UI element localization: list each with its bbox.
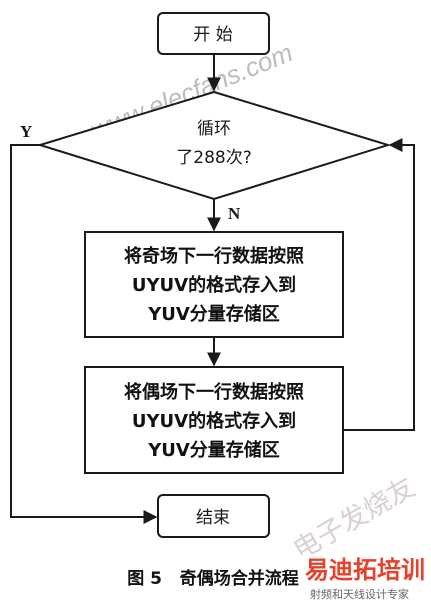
process-even-field	[84, 366, 344, 474]
process1-line3: YUV分量存储区	[147, 303, 280, 325]
arrow-yes-to-end	[10, 144, 158, 524]
process1-line2: UYUV的格式存入到	[132, 274, 296, 296]
decision-label-line2: 了288次?	[176, 148, 251, 168]
process2-line3: YUV分量存储区	[147, 439, 280, 461]
process-odd-field	[84, 231, 344, 338]
process2-line2: UYUV的格式存入到	[132, 410, 296, 432]
end-node	[157, 494, 270, 538]
process1-line1: 将奇场下一行数据按照	[124, 245, 304, 267]
cn-watermark: 电子发烧友	[288, 472, 420, 566]
logo-watermark: 易迪拓培训	[305, 556, 425, 584]
logo-subtitle: 射频和天线设计专家	[310, 587, 409, 601]
process2-line1: 将偶场下一行数据按照	[124, 381, 304, 403]
arrow-loop-back	[343, 138, 415, 431]
decision-label-line1: 循环	[197, 119, 231, 139]
start-label: 开 始	[193, 25, 232, 45]
yes-label: Y	[20, 122, 32, 141]
decision-node	[36, 90, 392, 201]
no-label: N	[228, 204, 241, 223]
end-label: 结束	[196, 508, 230, 528]
figure-caption: 图 5 奇偶场合并流程	[127, 568, 299, 589]
